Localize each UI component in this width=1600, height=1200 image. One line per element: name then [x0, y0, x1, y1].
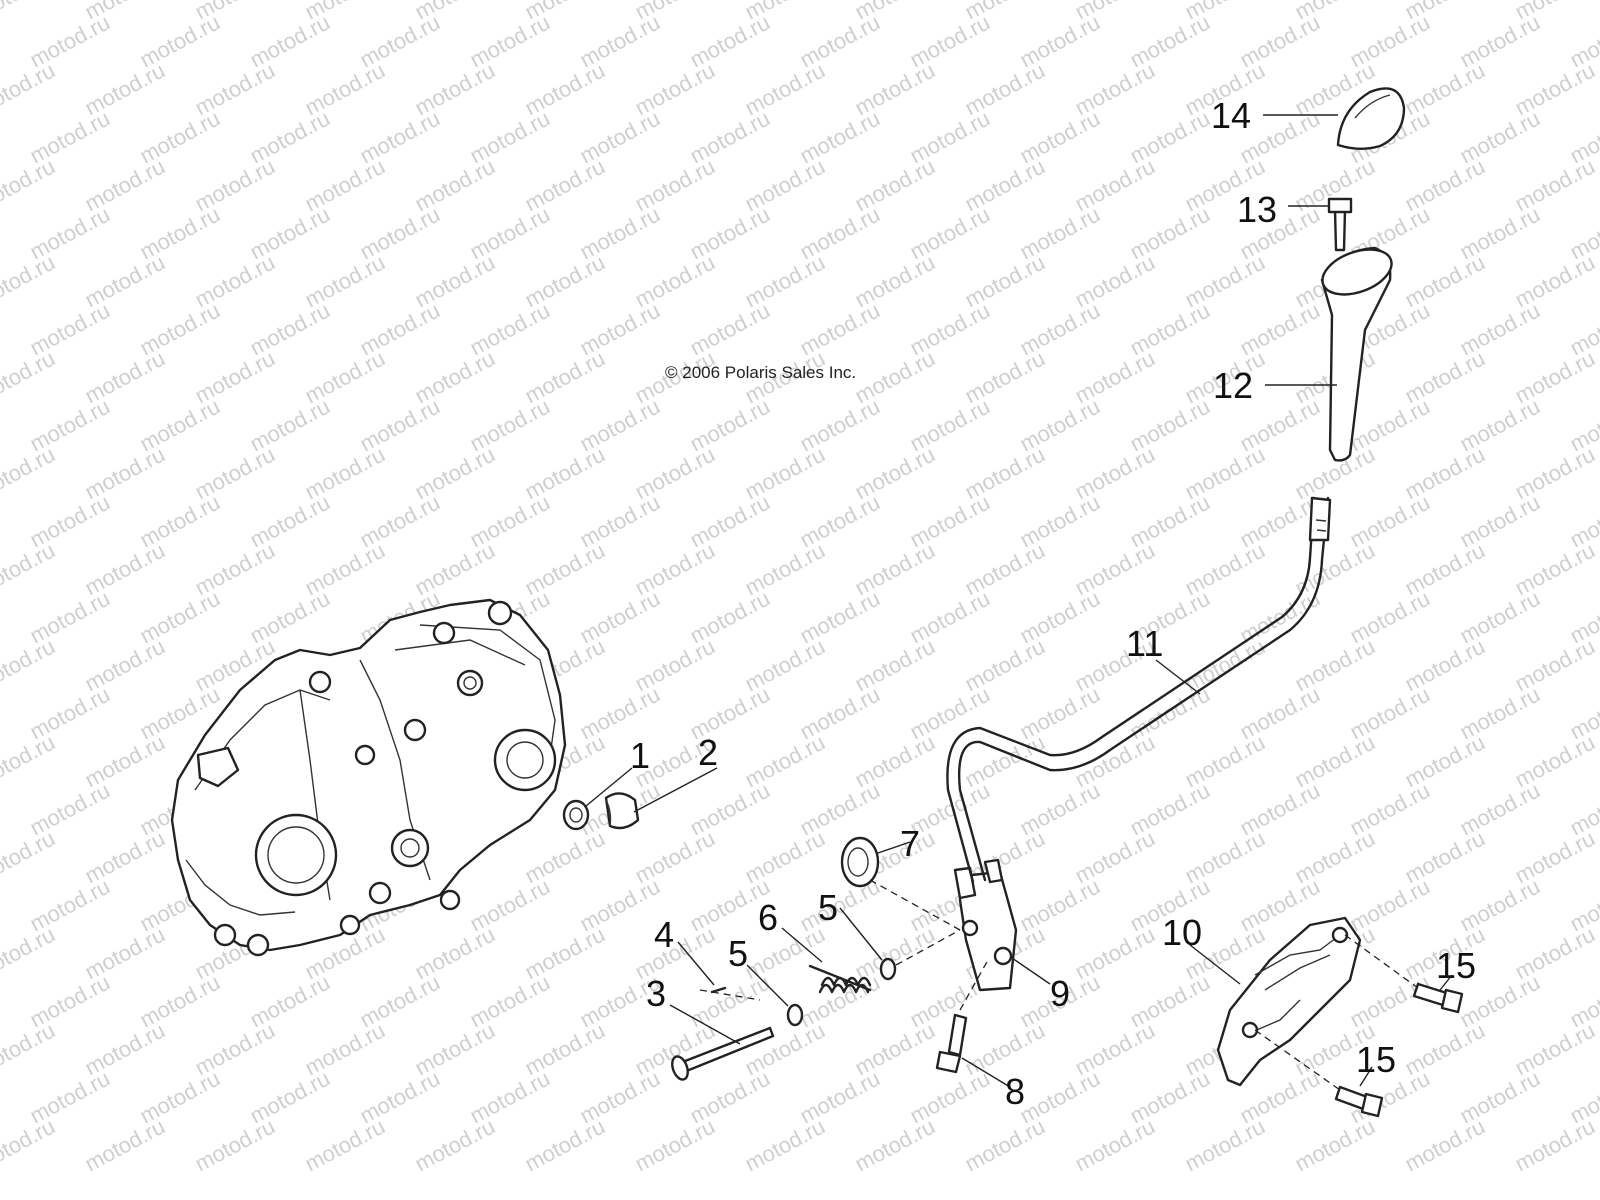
callout-1: 1 — [630, 735, 650, 776]
watermark-text: motod.ru — [1071, 1114, 1159, 1177]
callout-2: 2 — [698, 732, 718, 773]
part-7-bushing — [840, 836, 880, 888]
watermark-text: motod.ru — [851, 1114, 939, 1177]
watermark-text: motod.ru — [0, 970, 4, 1033]
watermark-text: motod.ru — [0, 922, 59, 985]
watermark-text: motod.ru — [1401, 1114, 1489, 1177]
watermark-text: motod.ru — [0, 106, 4, 169]
watermark-text: motod.ru — [741, 1114, 829, 1177]
copyright-text: © 2006 Polaris Sales Inc. — [665, 363, 856, 382]
watermark-text: motod.ru — [0, 490, 4, 553]
watermark-text: motod.ru — [0, 538, 59, 601]
part-11-shift-lever — [946, 496, 1332, 884]
watermark-text: motod.ru — [0, 202, 4, 265]
callout-14: 14 — [1211, 95, 1251, 136]
transmission-case — [170, 598, 567, 957]
watermark-text: motod.ru — [0, 730, 59, 793]
part-5-washer-a — [786, 1003, 804, 1027]
callout-4: 4 — [654, 914, 674, 955]
part-15-bolt-a — [1412, 982, 1464, 1014]
watermark-text: motod.ru — [0, 394, 4, 457]
part-4-cotter-pin — [710, 986, 727, 994]
callout-15a: 15 — [1436, 945, 1476, 986]
part-15-bolt-b — [1334, 1085, 1384, 1118]
callout-labels: 1 2 3 4 5 5 6 7 8 9 10 11 12 13 14 15 15 — [630, 95, 1476, 1112]
part-2-cap — [604, 792, 640, 830]
part-10-guard-plate — [1216, 916, 1362, 1087]
watermark-text: motod.ru — [0, 250, 59, 313]
watermark-text: motod.ru — [631, 1114, 719, 1177]
watermark-text: motod.ru — [301, 1114, 389, 1177]
part-3-pin — [671, 1026, 775, 1081]
callout-11: 11 — [1126, 623, 1163, 664]
watermark-text: motod.ru — [1291, 1114, 1379, 1177]
watermark-text: motod.ru — [0, 778, 4, 841]
watermark-text: motod.ru — [411, 1114, 499, 1177]
watermark-text: motod.ru — [191, 1114, 279, 1177]
watermark-text: motod.ru — [0, 874, 4, 937]
part-14-knob-cap — [1336, 87, 1406, 150]
callout-7: 7 — [900, 823, 920, 864]
callout-10: 10 — [1162, 912, 1202, 953]
part-13-screw — [1327, 197, 1353, 252]
part-9-bracket — [953, 858, 1018, 992]
part-8-bolt — [935, 1013, 968, 1074]
leader-lines — [585, 114, 1453, 1091]
part-6-spring — [808, 964, 872, 994]
watermark-text: motod.ru — [0, 442, 59, 505]
part-1-nut — [562, 799, 590, 831]
watermark-text: motod.ru — [0, 634, 59, 697]
callout-5b: 5 — [818, 887, 838, 928]
callout-6: 6 — [758, 897, 778, 938]
callout-5a: 5 — [728, 933, 748, 974]
watermark-text: motod.ru — [0, 0, 59, 24]
callout-3: 3 — [646, 973, 666, 1014]
callout-9: 9 — [1050, 973, 1070, 1014]
watermark-text: motod.ru — [0, 58, 59, 121]
watermark-text: motod.ru — [0, 346, 59, 409]
watermark-text: motod.ru — [521, 1114, 609, 1177]
part-5-washer-b — [879, 957, 897, 981]
watermark-text: motod.ru — [0, 1018, 59, 1081]
callout-15b: 15 — [1356, 1039, 1396, 1080]
callout-8: 8 — [1005, 1071, 1025, 1112]
watermark-text: motod.ru — [0, 298, 4, 361]
watermark-text: motod.ru — [961, 1114, 1049, 1177]
watermark-text: motod.ru — [0, 154, 59, 217]
watermark-text: motod.ru — [0, 682, 4, 745]
watermark-text: motod.ru — [1511, 1114, 1599, 1177]
watermark-text: motod.ru — [0, 586, 4, 649]
watermark-text: motod.ru — [1181, 1114, 1269, 1177]
watermark-text: motod.ru — [0, 826, 59, 889]
callout-12: 12 — [1213, 365, 1253, 406]
watermark-text: motod.ru — [81, 1114, 169, 1177]
part-12-knob — [1320, 246, 1393, 462]
callout-13: 13 — [1237, 189, 1277, 230]
watermark-text: motod.ru — [0, 1066, 4, 1129]
watermark-text: motod.ru — [0, 10, 4, 73]
watermark-text: motod.ru — [0, 1114, 59, 1177]
